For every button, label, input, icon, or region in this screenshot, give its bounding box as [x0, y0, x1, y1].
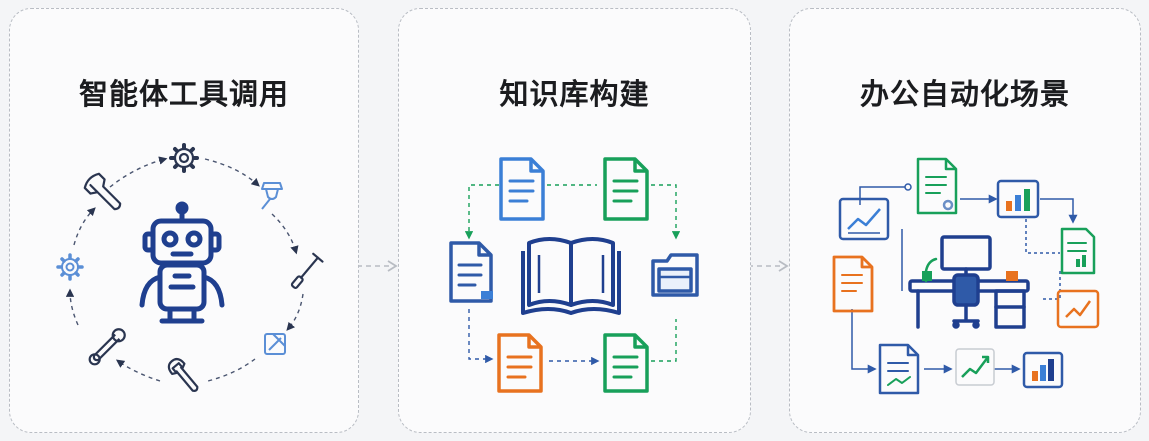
wrench-icon — [167, 357, 199, 392]
flow-arrow-1 — [348, 260, 398, 272]
wrench-icon — [83, 172, 122, 211]
panel-title: 办公自动化场景 — [859, 77, 1070, 111]
document-icon — [832, 255, 874, 313]
gear-icon — [56, 253, 84, 281]
hammer-icon — [264, 333, 286, 355]
document-icon — [603, 157, 649, 221]
document-icon — [499, 157, 545, 221]
circular-flow — [65, 156, 304, 382]
knowledge-base-illustration — [449, 157, 699, 393]
panel-knowledge-base: 知识库构建 — [398, 8, 751, 433]
line-chart-icon — [1056, 289, 1100, 329]
bar-chart-icon — [996, 179, 1040, 219]
line-chart-icon — [838, 197, 890, 241]
document-icon — [1060, 227, 1096, 275]
flow-arrow-2 — [739, 260, 789, 272]
panel-title: 智能体工具调用 — [78, 77, 289, 111]
panel-office-automation: 办公自动化场景 — [789, 8, 1141, 433]
office-desk-icon — [908, 235, 1030, 329]
open-book-icon — [521, 237, 621, 315]
robot-icon — [139, 201, 225, 324]
document-icon — [497, 333, 543, 393]
document-icon — [878, 343, 920, 395]
document-icon — [449, 241, 493, 303]
agent-tools-illustration — [56, 143, 324, 392]
panel-title: 知识库构建 — [499, 77, 650, 111]
wrench-icon — [88, 328, 126, 366]
line-chart-icon — [955, 348, 995, 386]
bar-chart-icon — [1022, 351, 1064, 389]
document-icon — [603, 333, 649, 393]
folder-icon — [651, 253, 699, 297]
office-automation-illustration — [832, 157, 1100, 395]
screwdriver-icon — [290, 252, 324, 289]
gear-icon — [169, 143, 199, 173]
document-icon — [916, 157, 958, 215]
hammer-icon — [261, 182, 283, 210]
panel-agent-tools: 智能体工具调用 — [9, 8, 359, 433]
